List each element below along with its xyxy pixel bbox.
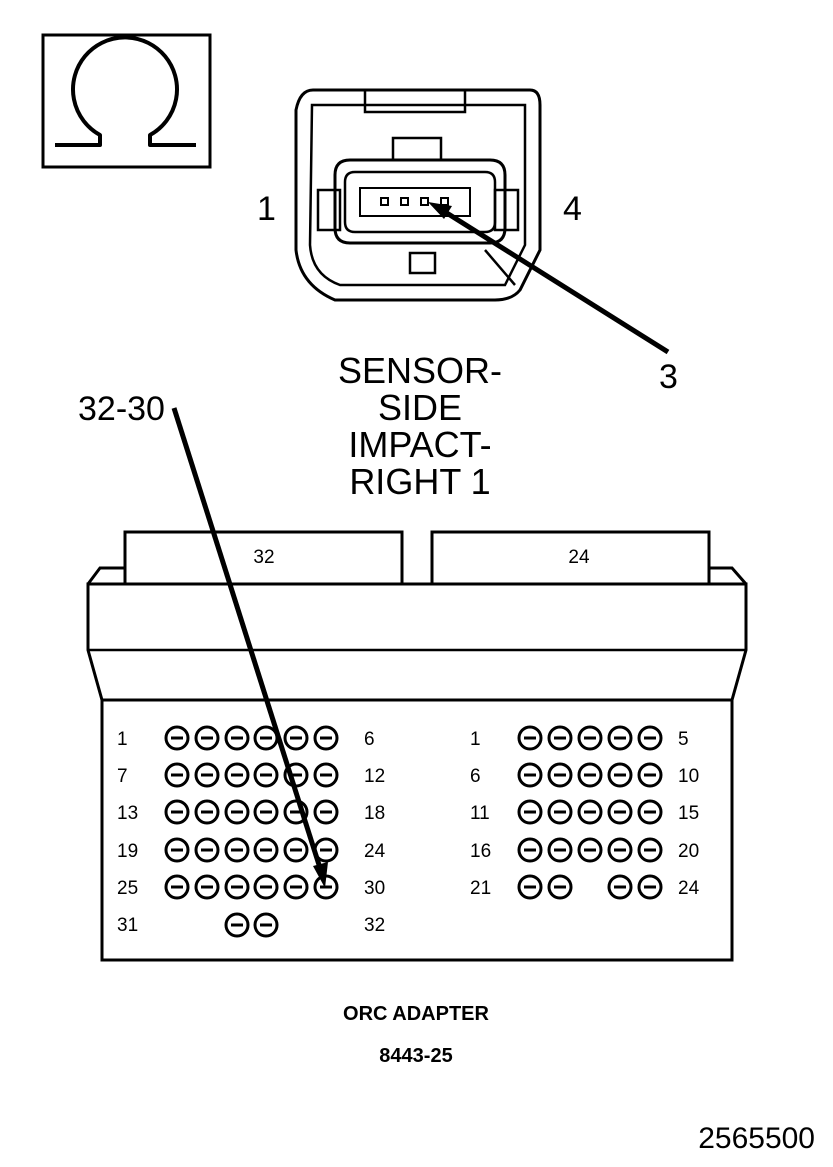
- left-row-2-end: 12: [364, 766, 385, 787]
- right-row-5-start: 21: [470, 878, 491, 899]
- callout-left-label: 32-30: [78, 390, 165, 428]
- callout-arrow-pin-3: [428, 202, 670, 355]
- adapter-tab-left-label: 32: [253, 547, 274, 568]
- sensor-title-line-2: SIDE: [378, 387, 462, 428]
- left-row-3-start: 13: [117, 803, 138, 824]
- ohm-icon: [55, 35, 196, 147]
- left-row-3-end: 18: [364, 803, 385, 824]
- left-row-4-end: 24: [364, 841, 386, 862]
- right-row-1-end: 5: [678, 729, 689, 750]
- sensor-title-line-1: SENSOR-: [338, 350, 502, 391]
- left-row-6-end: 32: [364, 915, 385, 936]
- sensor-title-line-4: RIGHT 1: [349, 461, 490, 502]
- left-row-5-start: 25: [117, 878, 138, 899]
- left-row-5-end: 30: [364, 878, 385, 899]
- right-row-5-end: 24: [678, 878, 700, 899]
- adapter-name: ORC ADAPTER: [343, 1003, 489, 1025]
- pin-3: [420, 197, 429, 206]
- sensor-title-line-3: IMPACT-: [348, 424, 491, 465]
- pin-1: [380, 197, 389, 206]
- right-row-4-start: 16: [470, 841, 491, 862]
- pin-4: [440, 197, 449, 206]
- right-row-3-start: 11: [470, 803, 490, 824]
- right-row-4-end: 20: [678, 841, 699, 862]
- sensor-connector: [294, 88, 542, 302]
- ohm-symbol: [41, 33, 212, 169]
- right-row-3-end: 15: [678, 803, 699, 824]
- left-row-6-start: 31: [117, 915, 138, 936]
- socket-grid: [164, 725, 663, 938]
- adapter-tab-right-label: 24: [568, 547, 590, 568]
- left-row-4-start: 19: [117, 841, 138, 862]
- callout-arrow-pin-30: [171, 407, 328, 888]
- right-row-2-end: 10: [678, 766, 699, 787]
- pin-left-label: 1: [257, 190, 276, 228]
- left-row-1-start: 1: [117, 729, 128, 750]
- right-row-2-start: 6: [470, 766, 481, 787]
- pin-right-label: 4: [563, 190, 582, 228]
- left-row-2-start: 7: [117, 766, 128, 787]
- callout-pin-3-label: 3: [659, 358, 678, 396]
- left-row-1-end: 6: [364, 729, 375, 750]
- figure-id: 2565500: [698, 1122, 815, 1155]
- pin-2: [400, 197, 409, 206]
- adapter-part-number: 8443-25: [379, 1045, 452, 1067]
- right-row-1-start: 1: [470, 729, 481, 750]
